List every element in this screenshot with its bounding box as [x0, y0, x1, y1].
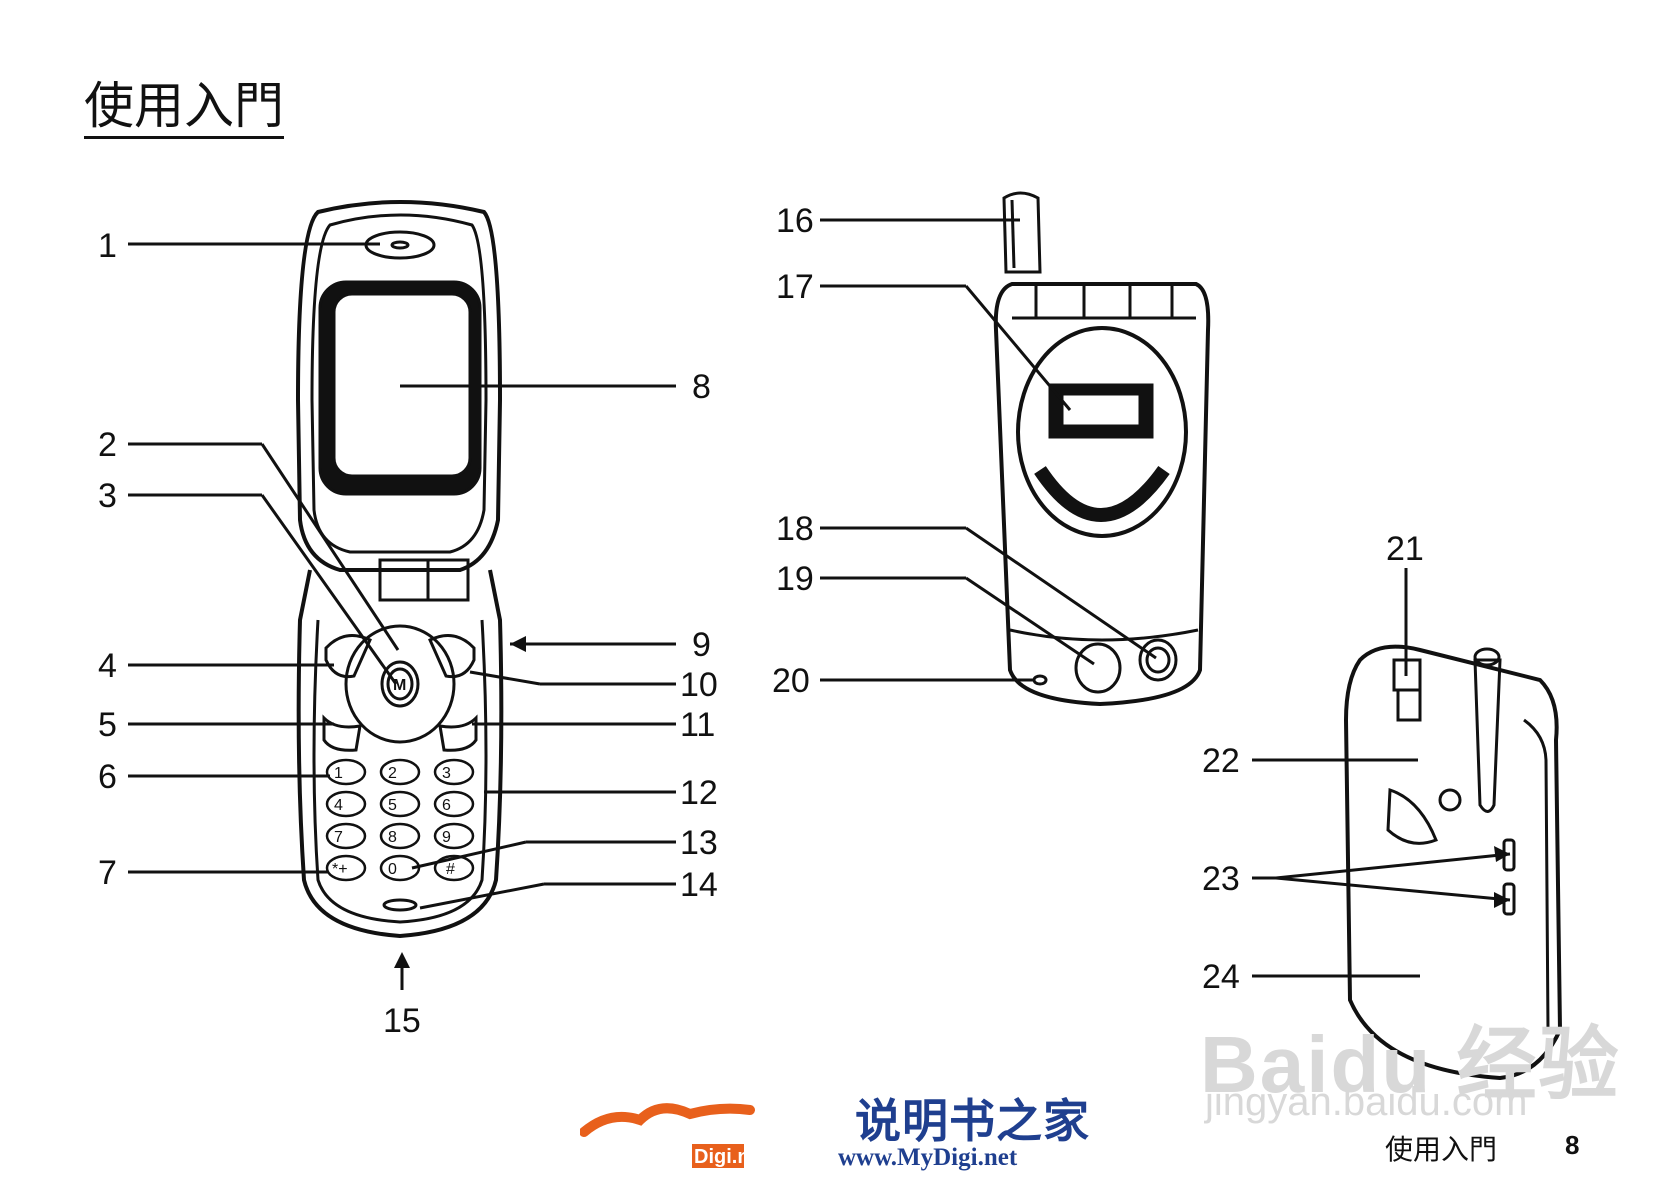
callout-1: 1 — [98, 227, 117, 265]
page-number: 8 — [1565, 1130, 1580, 1160]
key-6: 6 — [442, 797, 451, 814]
callout-12: 12 — [680, 774, 718, 812]
callout-16: 16 — [776, 202, 814, 240]
key-3: 3 — [442, 765, 451, 782]
callout-18: 18 — [776, 510, 814, 548]
mydigi-logo: Digi.net — [579, 1080, 830, 1185]
nav-center-key: M — [393, 677, 406, 694]
callout-13: 13 — [680, 824, 718, 862]
callout-17: 17 — [776, 268, 814, 306]
callout-15: 15 — [383, 1002, 421, 1040]
callout-20: 20 — [772, 662, 810, 700]
key-2: 2 — [388, 765, 397, 782]
callout-21: 21 — [1386, 530, 1424, 568]
front-view-illustration — [295, 200, 504, 939]
callout-5: 5 — [98, 706, 117, 744]
callout-22: 22 — [1202, 742, 1240, 780]
callout-10: 10 — [680, 666, 718, 704]
callout-11: 11 — [680, 706, 715, 744]
callout-2: 2 — [98, 426, 117, 464]
page-title: 使用入門 — [84, 78, 284, 139]
callout-24: 24 — [1202, 958, 1240, 996]
key-star: *+ — [332, 861, 348, 878]
key-8: 8 — [388, 829, 397, 846]
key-4: 4 — [334, 797, 343, 814]
key-0: 0 — [388, 861, 397, 878]
callout-8: 8 — [692, 368, 711, 406]
key-1: 1 — [334, 765, 343, 782]
callout-14: 14 — [680, 866, 718, 904]
mydigi-logo-sub: Digi.net — [694, 1146, 768, 1168]
callout-3: 3 — [98, 477, 117, 515]
callout-19: 19 — [776, 560, 814, 598]
callout-9: 9 — [692, 626, 711, 664]
key-5: 5 — [388, 797, 397, 814]
footer-section-title: 使用入門 — [1385, 1133, 1498, 1166]
back-view-illustration — [993, 191, 1211, 707]
watermark-site-url: www.MyDigi.net — [838, 1144, 1018, 1171]
baidu-watermark-url: jingyan.baidu.com — [1205, 1080, 1528, 1124]
key-9: 9 — [442, 829, 451, 846]
callout-4: 4 — [98, 647, 117, 685]
callout-7: 7 — [98, 854, 117, 892]
leader-lines — [128, 218, 1511, 990]
watermark-site-title: 说明书之家 — [855, 1094, 1090, 1148]
key-hash: # — [446, 861, 455, 878]
callout-23: 23 — [1202, 860, 1240, 898]
key-7: 7 — [334, 829, 343, 846]
baidu-watermark: Baidu 经验 — [1200, 1020, 1621, 1109]
callout-6: 6 — [98, 758, 117, 796]
